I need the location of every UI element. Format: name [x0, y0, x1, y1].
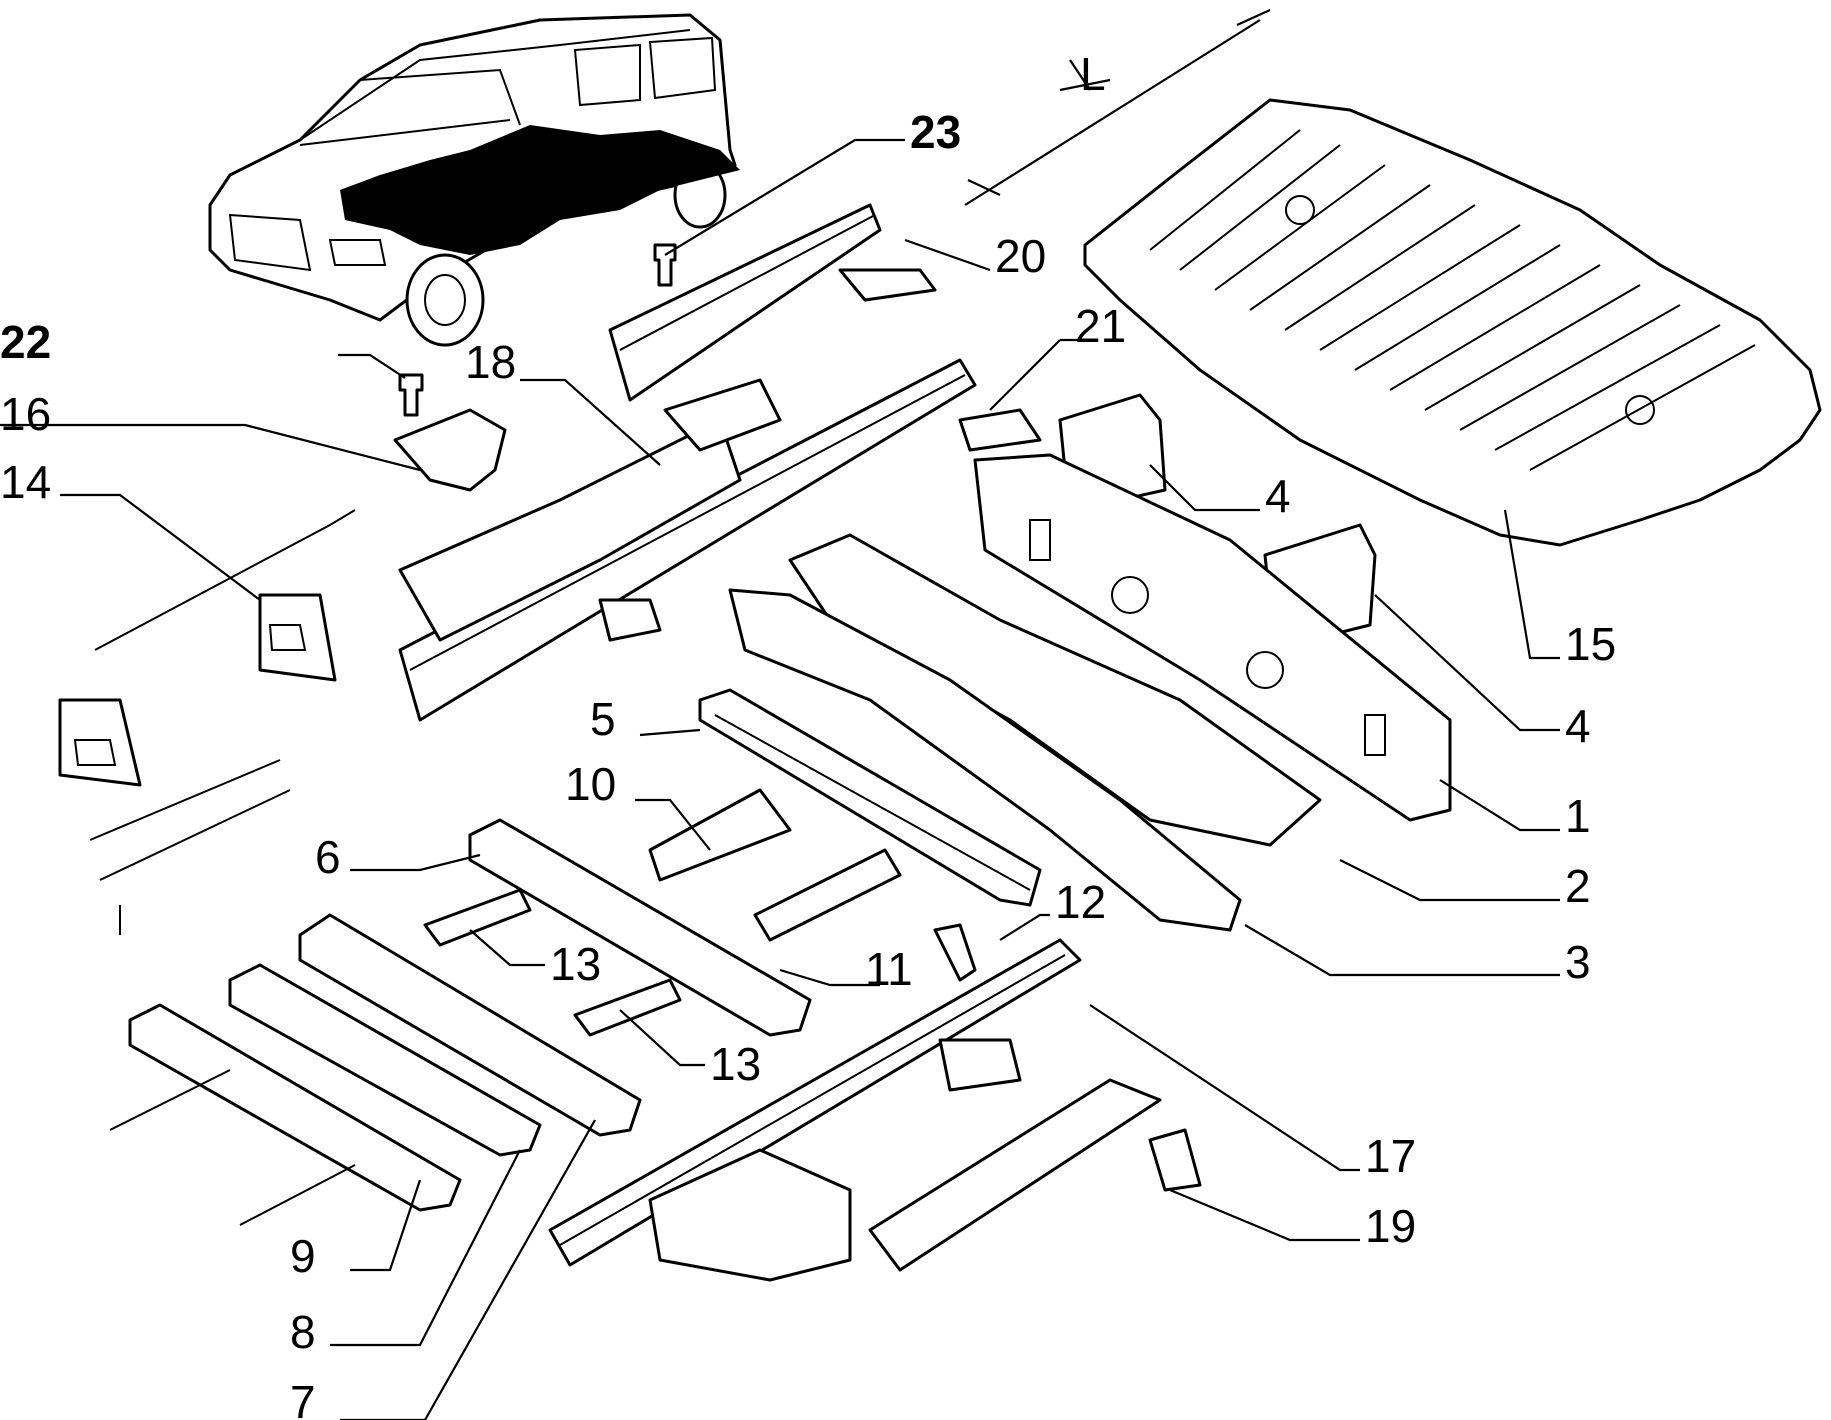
leader-lines [0, 138, 1560, 1420]
part-10-bracket [648, 788, 792, 882]
callout-18: 18 [465, 336, 516, 388]
callout-12: 12 [1055, 876, 1106, 928]
highlighted-underbody [340, 125, 740, 255]
dimension-l [964, 8, 1271, 206]
callout-9: 9 [290, 1230, 316, 1282]
callout-10: 10 [565, 758, 616, 810]
part-4-brackets [1058, 393, 1377, 637]
callout-11: 11 [865, 943, 913, 995]
callout-13a: 13 [550, 938, 601, 990]
callout-14: 14 [0, 456, 51, 508]
callout-15: 15 [1565, 618, 1616, 670]
dimension-label: L [1080, 48, 1106, 100]
callout-8: 8 [290, 1306, 316, 1358]
callout-6: 6 [315, 831, 341, 883]
callout-3: 3 [1565, 936, 1591, 988]
callout-4b: 4 [1565, 700, 1591, 752]
part-1-cross-member [973, 453, 1452, 822]
callout-21: 21 [1075, 300, 1126, 352]
part-19-rail [868, 1078, 1202, 1272]
part-18-front-frame [398, 358, 977, 722]
callout-13b: 13 [710, 1038, 761, 1090]
part-13b-bracket [573, 978, 682, 1037]
van-overview [208, 13, 740, 417]
callout-22: 22 [0, 316, 51, 368]
part-21-bracket [958, 408, 1042, 452]
part-12-bracket [933, 923, 977, 982]
part-16-plate [393, 408, 507, 492]
part-17-rear-frame [548, 938, 1082, 1282]
callout-4a: 4 [1265, 470, 1291, 522]
callout-7: 7 [290, 1376, 316, 1420]
callout-1: 1 [1565, 790, 1591, 842]
part-23-rail [608, 203, 937, 402]
bolt-22 [398, 373, 424, 417]
part-13a-bracket [423, 888, 532, 947]
part-15-rear-floor [1083, 98, 1822, 547]
parts-6-9-rails [109, 818, 812, 1226]
callout-16: 16 [0, 388, 51, 440]
callout-2: 2 [1565, 860, 1591, 912]
callout-23: 23 [910, 106, 961, 158]
callout-19: 19 [1365, 1200, 1416, 1252]
callout-20: 20 [995, 230, 1046, 282]
part-14-side-member [58, 509, 356, 935]
callout-labels: 23 20 22 18 16 14 21 4 15 4 1 5 10 2 6 1… [0, 48, 1616, 1420]
part-11-bracket [753, 848, 902, 942]
callout-17: 17 [1365, 1130, 1416, 1182]
part-5-rail [698, 688, 1042, 907]
callout-5: 5 [590, 693, 616, 745]
part-2-3-tunnel [728, 533, 1322, 932]
